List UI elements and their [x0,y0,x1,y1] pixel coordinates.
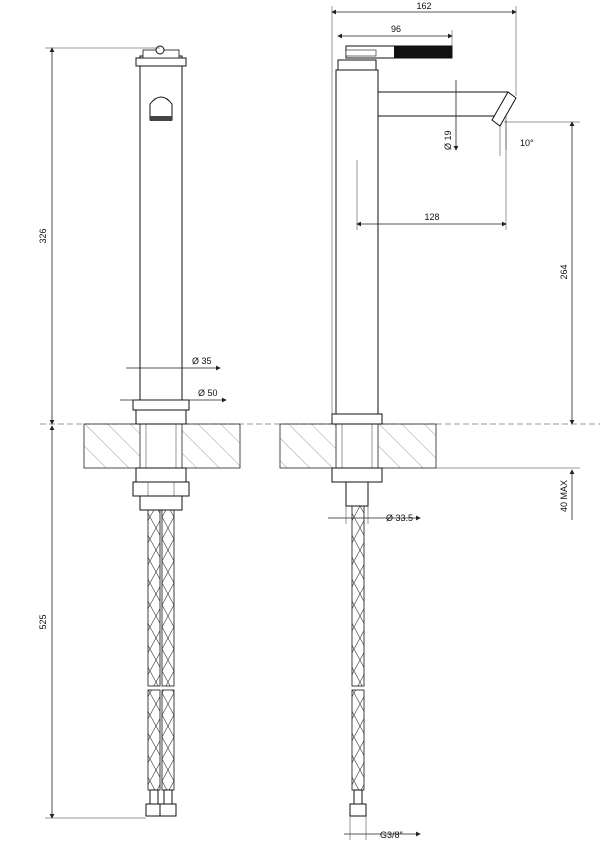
handle-grip [394,46,452,58]
dim-total-height: 326 [38,228,48,243]
hose-side-lower [351,689,365,791]
spout-opening [149,96,173,121]
dim-shank-diameter: Ø 33.5 [386,513,413,523]
base-flange-side [331,413,383,425]
side-view: 162 96 Ø 19 10° 128 264 40 MAX Ø 33.5 [279,1,580,840]
dim-body-diameter: Ø 35 [192,356,212,366]
spout [377,91,509,117]
shank-front [139,423,183,469]
body-side [335,69,379,415]
dim-connection-thread: G3/8" [380,830,403,840]
lever-knob-icon [155,45,165,55]
dim-handle-length: 96 [391,24,401,34]
hose-nut-side [349,803,367,817]
hose-left-upper [147,509,161,687]
hose-left-lower [147,689,161,791]
dim-max-counter: 40 MAX [559,480,569,512]
dim-below-counter: 525 [38,614,48,629]
hose-right-upper [161,509,175,687]
hose-right-lower [161,689,175,791]
dim-overall-width: 162 [416,1,431,11]
dim-base-diameter: Ø 50 [198,388,218,398]
dim-spout-diameter: Ø 19 [443,130,453,150]
top-cap-front [135,57,187,67]
shank-nut-side [345,481,369,507]
front-view: 326 525 Ø 35 Ø 50 [38,45,600,819]
dim-outlet-height: 264 [559,264,569,279]
nut-front [135,467,187,483]
base-flange-front [132,399,190,411]
hose-side-upper [351,505,365,687]
top-cap-side [337,59,377,71]
hose-nut-right [159,803,177,817]
dim-spout-reach: 128 [424,212,439,222]
dim-spout-angle: 10° [520,138,534,148]
